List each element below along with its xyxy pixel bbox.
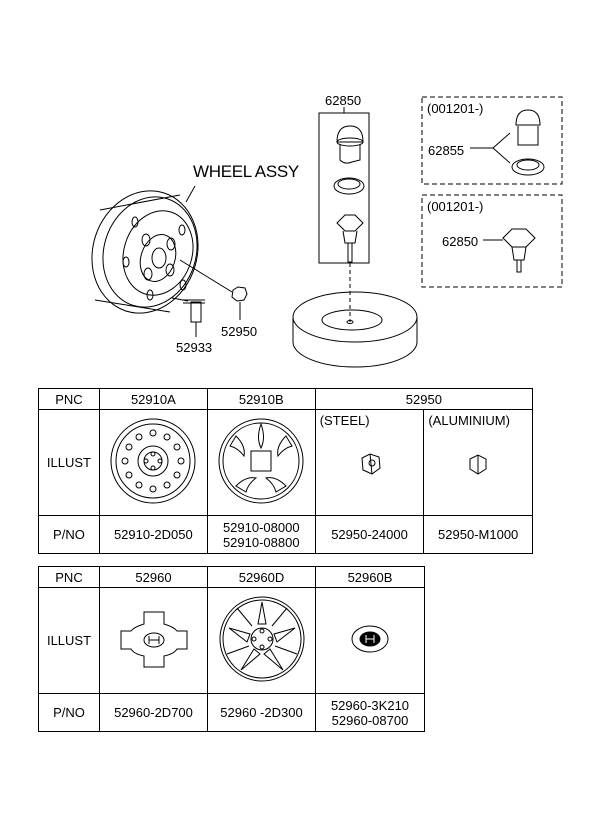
spare-bolt-drawing (336, 214, 364, 263)
pnc-52950: 52950 (314, 388, 534, 410)
pnc-52960D: 52960D (207, 566, 316, 588)
callout-nut: 52950 (221, 324, 258, 339)
illust-wheel-cover (207, 587, 316, 694)
pno-52910-08000: 52910-08000 (222, 519, 300, 535)
illust-center-cap (315, 587, 425, 694)
pno-52960B: 52960-3K210 52960-08700 (315, 693, 425, 732)
parts-table-2: PNC 52960 52960D 52960B ILLUST (38, 566, 425, 732)
parts-table-1: PNC 52910A 52910B 52950 ILLUST (38, 388, 534, 554)
wheel-assy-drawing (91, 190, 199, 314)
pno-52960-2D300: 52960 -2D300 (207, 693, 316, 732)
illust-header-2: ILLUST (38, 587, 100, 694)
box2-date: (001201-) (427, 199, 484, 214)
pno-52950-M1000: 52950-M1000 (423, 515, 533, 554)
pnc-header-2: PNC (38, 566, 100, 588)
steel-label: (STEEL) (319, 413, 370, 428)
illust-steel-nut: (STEEL) (314, 409, 425, 516)
hub-cap-icon (120, 611, 187, 668)
pnc-52910B: 52910B (206, 388, 316, 410)
callout-valve: 52933 (176, 340, 213, 355)
pno-52960-08700: 52960-08700 (331, 712, 409, 728)
illust-steel-wheel (98, 409, 208, 516)
pno-52950-24000: 52950-24000 (314, 515, 425, 554)
pnc-52960B: 52960B (315, 566, 425, 588)
pnc-header: PNC (38, 388, 100, 410)
pnc-52910A: 52910A (98, 388, 208, 410)
illust-alloy-wheel (206, 409, 316, 516)
wheel-cover-icon (219, 596, 304, 682)
pno-52960-3K210: 52960-3K210 (330, 697, 410, 713)
pno-52910B: 52910-08000 52910-08800 (206, 515, 316, 554)
illust-header: ILLUST (38, 409, 100, 516)
pno-header-2: P/NO (38, 693, 100, 732)
spare-tire-drawing (292, 291, 418, 368)
alloy-wheel-icon (218, 418, 304, 504)
pno-52910-08800: 52910-08800 (222, 534, 300, 550)
box2-bolt-drawing (483, 228, 536, 273)
exploded-diagram (91, 96, 563, 368)
spare-cap-drawing (333, 125, 365, 195)
center-cap-icon (351, 625, 389, 653)
box1-cap-drawing (470, 109, 545, 176)
wheel-assy-title: WHEEL ASSY (193, 162, 299, 181)
aluminium-label: (ALUMINIUM) (428, 413, 510, 428)
steel-wheel-icon (110, 418, 196, 504)
valve-drawing (183, 299, 205, 337)
illust-aluminium-nut: (ALUMINIUM) (423, 409, 533, 516)
nut-drawing (231, 286, 248, 320)
box2-part: 62850 (442, 234, 479, 249)
pno-52960-2D700: 52960-2D700 (99, 693, 208, 732)
box1-part: 62855 (428, 143, 465, 158)
callout-spare-group: 62850 (325, 93, 362, 108)
pnc-52960: 52960 (99, 566, 208, 588)
pno-52910-2D050: 52910-2D050 (98, 515, 208, 554)
illust-hub-cap (99, 587, 208, 694)
aluminium-nut-icon (469, 454, 487, 475)
steel-nut-icon (361, 453, 381, 475)
box1-date: (001201-) (427, 101, 484, 116)
pno-header: P/NO (38, 515, 100, 554)
